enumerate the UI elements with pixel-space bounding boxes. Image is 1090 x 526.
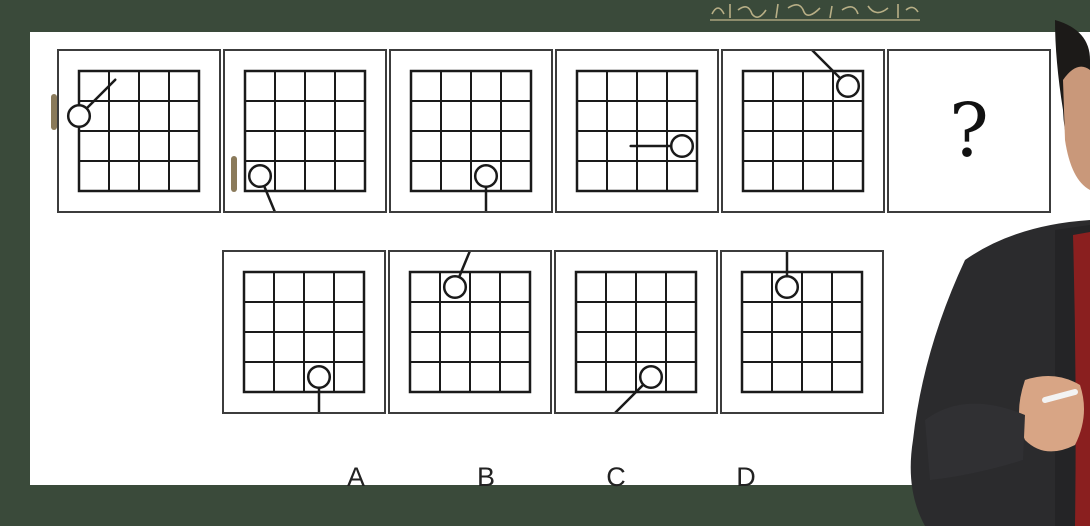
circle-marker: [774, 274, 800, 300]
tail-stroke: [262, 184, 276, 211]
grid-figure: [408, 252, 532, 394]
sequence-cell-5: [721, 49, 885, 213]
option-label-b: B: [476, 462, 495, 492]
grid-figure: [574, 270, 698, 412]
grid-figure: [66, 69, 201, 193]
option-label-a: A: [346, 462, 365, 492]
tail-stroke: [811, 51, 842, 80]
tail-stroke: [85, 78, 117, 110]
option-c-cell[interactable]: [554, 250, 718, 414]
sequence-cell-1: [57, 49, 221, 213]
marker-stub: [51, 94, 57, 130]
question-mark: ?: [949, 88, 989, 174]
option-label-d: D: [736, 462, 756, 492]
option-b-cell[interactable]: [388, 250, 552, 414]
circle-marker: [669, 133, 695, 159]
grid-figure: [575, 69, 699, 193]
circle-marker: [247, 163, 273, 189]
puzzle-slide: ? A B C D: [30, 32, 1090, 492]
sequence-cell-3: [389, 49, 553, 213]
sequence-cell-2: [223, 49, 387, 213]
grid-figure: [409, 69, 533, 211]
marker-stub: [231, 156, 237, 192]
tail-stroke: [614, 383, 645, 412]
chalk-scribble: [710, 3, 920, 21]
circle-marker: [442, 274, 468, 300]
option-a-cell[interactable]: [222, 250, 386, 414]
grid-figure: [243, 69, 367, 211]
tail-stroke: [457, 252, 471, 279]
option-d-cell[interactable]: [720, 250, 884, 414]
grid-figure: [740, 252, 864, 394]
option-label-c: C: [606, 462, 626, 492]
circle-marker: [66, 103, 92, 129]
circle-marker: [638, 364, 664, 390]
grid-figure: [741, 51, 865, 193]
presenter-figure: [910, 20, 1090, 526]
circle-marker: [473, 163, 499, 189]
grid-figure: [242, 270, 366, 412]
question-cell: ?: [887, 49, 1051, 213]
sequence-cell-4: [555, 49, 719, 213]
circle-marker: [306, 364, 332, 390]
circle-marker: [835, 73, 861, 99]
